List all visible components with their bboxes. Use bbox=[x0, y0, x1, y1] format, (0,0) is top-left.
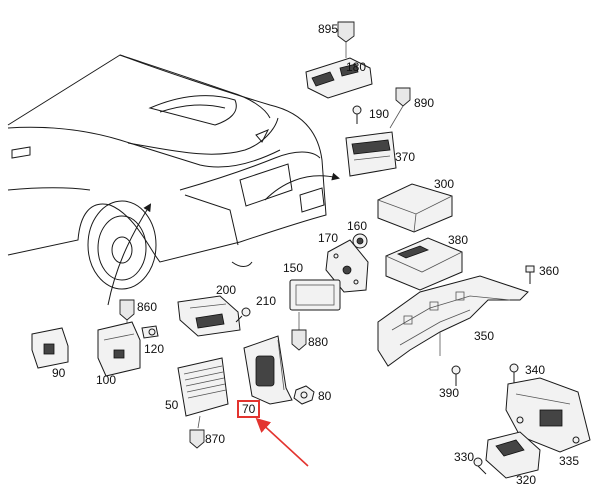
label-320: 320 bbox=[516, 473, 537, 487]
label-70-highlighted: 70 bbox=[237, 400, 261, 418]
label-335: 335 bbox=[559, 454, 580, 468]
part-390-screw bbox=[451, 365, 461, 386]
label-210: 210 bbox=[256, 294, 277, 308]
part-150-module bbox=[289, 279, 341, 311]
part-80-nut bbox=[293, 385, 315, 405]
part-160-grommet bbox=[352, 233, 368, 249]
part-70-bracket bbox=[243, 335, 293, 405]
part-380-module bbox=[385, 237, 463, 291]
label-350: 350 bbox=[474, 329, 495, 343]
label-340: 340 bbox=[525, 363, 546, 377]
part-360-screw bbox=[525, 265, 535, 284]
pointer-arrow-left bbox=[107, 203, 152, 306]
label-390: 390 bbox=[439, 386, 460, 400]
label-890: 890 bbox=[414, 96, 435, 110]
part-90-module bbox=[31, 327, 69, 369]
label-200: 200 bbox=[216, 283, 237, 297]
label-150: 150 bbox=[283, 261, 304, 275]
label-100: 100 bbox=[96, 373, 117, 387]
label-380: 380 bbox=[448, 233, 469, 247]
part-370-module bbox=[345, 131, 397, 177]
label-880: 880 bbox=[308, 335, 329, 349]
part-880-label-tag bbox=[291, 312, 307, 351]
label-895: 895 bbox=[318, 22, 339, 36]
highlight-arrow bbox=[255, 417, 309, 467]
part-120-connector bbox=[141, 325, 159, 339]
label-330: 330 bbox=[454, 450, 475, 464]
part-300-module bbox=[377, 183, 453, 233]
label-180: 180 bbox=[346, 60, 367, 74]
part-350-carrier-frame bbox=[377, 275, 529, 367]
label-160: 160 bbox=[347, 219, 368, 233]
label-90: 90 bbox=[52, 366, 66, 380]
part-100-module bbox=[97, 321, 141, 377]
label-300: 300 bbox=[434, 177, 455, 191]
part-870-label-tag bbox=[189, 415, 205, 449]
part-895-label-tag bbox=[337, 21, 355, 58]
part-170-bracket bbox=[325, 239, 369, 293]
pointer-arrow-right bbox=[264, 172, 340, 201]
part-200-module bbox=[177, 295, 241, 337]
part-890-label-tag bbox=[389, 87, 411, 129]
label-360: 360 bbox=[539, 264, 560, 278]
label-170: 170 bbox=[318, 231, 339, 245]
car-outline bbox=[7, 54, 327, 290]
label-870: 870 bbox=[205, 432, 226, 446]
part-190-screw bbox=[352, 105, 362, 124]
label-120: 120 bbox=[144, 342, 165, 356]
label-860: 860 bbox=[137, 300, 158, 314]
label-190: 190 bbox=[369, 107, 390, 121]
part-330-screw bbox=[473, 457, 487, 475]
part-320-module bbox=[485, 431, 541, 479]
label-50: 50 bbox=[165, 398, 179, 412]
label-370: 370 bbox=[395, 150, 416, 164]
label-80: 80 bbox=[318, 389, 332, 403]
part-50-amplifier bbox=[177, 357, 229, 417]
part-335-bracket bbox=[505, 377, 591, 453]
part-180-module bbox=[305, 57, 373, 99]
part-210-screw bbox=[235, 307, 251, 323]
part-340-screw bbox=[509, 363, 519, 384]
